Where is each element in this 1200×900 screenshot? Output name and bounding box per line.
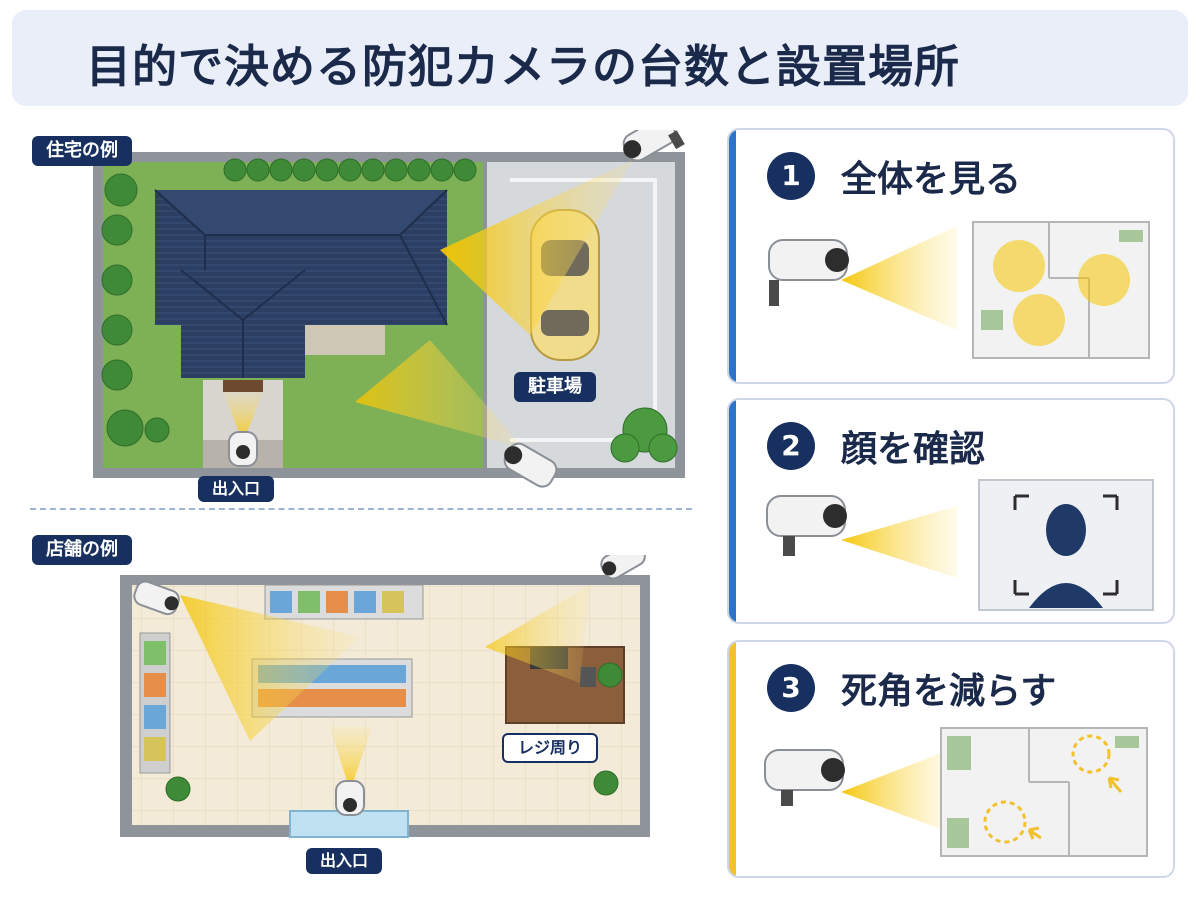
camera-icon bbox=[768, 239, 849, 306]
house-plan bbox=[93, 130, 685, 488]
card-overview: 1 全体を見る bbox=[727, 128, 1175, 384]
page-title: 目的で決める防犯カメラの台数と設置場所 bbox=[86, 40, 961, 93]
card-accent-bar bbox=[729, 130, 736, 382]
camera-icon bbox=[503, 442, 558, 488]
header-banner: 目的で決める防犯カメラの台数と設置場所 bbox=[12, 10, 1188, 106]
face-illustration bbox=[766, 479, 1154, 611]
floorplan-icon bbox=[972, 221, 1150, 359]
floorplan-icon bbox=[940, 727, 1148, 857]
card-blind-spot: 3 死角を減らす bbox=[727, 640, 1175, 878]
house-entrance-label: 出入口 bbox=[198, 476, 275, 502]
card-face-check: 2 顔を確認 bbox=[727, 398, 1175, 624]
camera-icon bbox=[600, 555, 646, 580]
card-accent-bar bbox=[729, 642, 736, 876]
section-divider bbox=[30, 508, 692, 510]
camera-icon bbox=[764, 749, 845, 806]
store-plants bbox=[165, 662, 623, 802]
blind-spot-illustration bbox=[764, 727, 1148, 857]
hedge-left bbox=[101, 173, 170, 447]
card-title: 死角を減らす bbox=[841, 671, 1057, 712]
store-beam-right bbox=[485, 585, 590, 683]
camera-icon bbox=[335, 780, 365, 816]
house-beam-bottom bbox=[355, 340, 523, 448]
card-number: 3 bbox=[767, 664, 815, 712]
store-beam-left bbox=[180, 595, 360, 741]
house-beam-entrance bbox=[223, 392, 263, 442]
camera-icon bbox=[766, 495, 847, 556]
house-roof bbox=[154, 189, 448, 378]
shrub-parking bbox=[610, 407, 678, 463]
card-number: 1 bbox=[767, 152, 815, 200]
house-tag: 住宅の例 bbox=[32, 136, 132, 166]
card-number: 2 bbox=[767, 422, 815, 470]
store-plan bbox=[120, 555, 650, 838]
card-title: 顔を確認 bbox=[841, 429, 986, 470]
parking-label: 駐車場 bbox=[514, 372, 596, 402]
card-accent-bar bbox=[729, 400, 736, 622]
store-entrance-label: 出入口 bbox=[306, 848, 383, 874]
camera-icon bbox=[133, 580, 180, 616]
hedge-top bbox=[223, 158, 477, 182]
face-frame-icon bbox=[978, 479, 1154, 611]
register-label: レジ周り bbox=[502, 733, 599, 763]
overview-illustration bbox=[768, 221, 1150, 359]
store-tag: 店舗の例 bbox=[32, 535, 132, 565]
store-beam-entrance bbox=[330, 727, 372, 791]
card-title: 全体を見る bbox=[841, 159, 1022, 200]
camera-icon bbox=[622, 130, 685, 162]
house-beam-top bbox=[440, 160, 633, 335]
camera-icon bbox=[228, 431, 258, 467]
